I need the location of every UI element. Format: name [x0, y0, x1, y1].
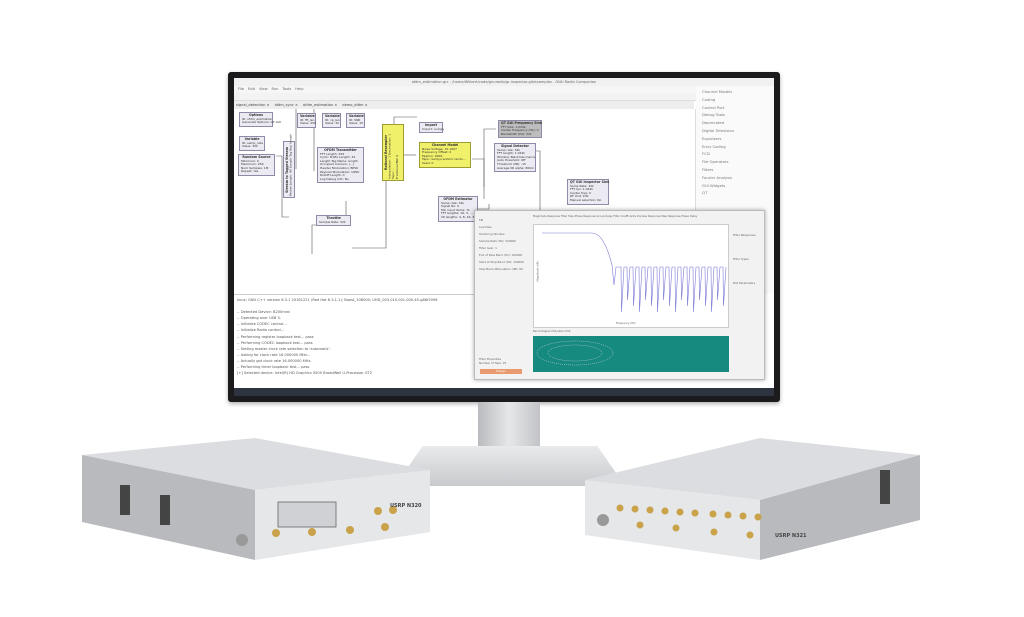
filter-type[interactable]: FIR: [479, 218, 484, 222]
tab[interactable]: Group Delay: [596, 215, 613, 218]
tab[interactable]: Phase Response: [574, 215, 596, 218]
console-line: [+] Selected device: Intel(R) HD Graphic…: [237, 371, 372, 376]
magnitude-plot: Frequency (Hz) Magnitude (dB): [533, 224, 729, 328]
monitor-stand-base: [395, 446, 625, 486]
tree-item[interactable]: Equalizers: [702, 135, 722, 141]
tab[interactable]: signal_detection ×: [236, 103, 270, 107]
console-line: -- Setting master clock rate selection t…: [237, 346, 331, 351]
menu-run[interactable]: Run: [271, 87, 279, 91]
tab[interactable]: Phase Delay: [681, 215, 698, 218]
monitor-stand-neck: [478, 402, 540, 452]
console-line: linux; GNU C++ version 6.3.1 20161221 (R…: [237, 298, 438, 302]
tab[interactable]: Filter Coefficients: [613, 215, 637, 218]
flowgraph-tabs: signal_detection × ofdm_sync × ofdm_estima…: [234, 101, 694, 109]
filter-band[interactable]: Low Pass: [479, 225, 492, 229]
x-axis-label: Frequency (Hz): [616, 322, 636, 325]
console-line: -- Performing timer loopback test... pas…: [237, 365, 310, 370]
tree-item[interactable]: Digital Television: [702, 127, 734, 133]
sample-rate-field[interactable]: Sample Rate (Hz): 320000: [479, 239, 516, 243]
device-label-n321: USRP N321: [775, 533, 807, 539]
console-line: -- Asking for clock rate 16.000000 MHz..…: [237, 352, 311, 357]
tree-item[interactable]: Filters: [702, 166, 714, 172]
tree-item[interactable]: QT: [702, 190, 708, 196]
tab[interactable]: Pole-Zero Plot: [552, 330, 571, 333]
tree-item[interactable]: File Operators: [702, 159, 729, 165]
menu-tools[interactable]: Tools: [282, 87, 292, 91]
tab[interactable]: ofdm_estimation ×: [303, 103, 338, 107]
gain-field[interactable]: Filter Gain: 1: [479, 246, 497, 250]
tree-item[interactable]: Fourier Analysis: [702, 174, 733, 180]
pole-zero-plot: [533, 336, 729, 372]
window-type[interactable]: Hamming Window: [479, 232, 505, 236]
tree-item[interactable]: GUI Widgets: [702, 182, 726, 188]
tab[interactable]: ofdm_sync ×: [274, 103, 299, 107]
device-label-n320: USRP N320: [390, 503, 422, 509]
console-output: linux; GNU C++ version 6.3.1 20161221 (R…: [234, 294, 474, 388]
filter-design-window[interactable]: Magnitude Response Filter Taps Phase Res…: [474, 210, 765, 380]
menu-file[interactable]: File: [238, 87, 245, 91]
tree-item[interactable]: FCD: [702, 151, 710, 157]
console-line: -- Actually got clock rate 16.000000 MHz…: [237, 358, 312, 363]
pass-band-field[interactable]: End of Pass Band (Hz): 100000: [479, 253, 523, 257]
window-title: ofdm_estimation.grc - /home/Wilbert/code…: [234, 78, 774, 86]
usrp-n320-device: [82, 438, 430, 560]
taskbar: [234, 388, 774, 396]
bottom-tabs: Band Diagram Pole-Zero Plot: [533, 330, 570, 333]
tab[interactable]: Filter Taps: [560, 215, 574, 218]
tree-item[interactable]: Deprecated: [702, 120, 725, 126]
menu-edit[interactable]: Edit: [248, 87, 255, 91]
tree-item[interactable]: Error Coding: [702, 143, 726, 149]
tree-item[interactable]: Control Port: [702, 104, 725, 110]
response-tabs: Magnitude Response Filter Taps Phase Res…: [533, 215, 697, 218]
tree-item[interactable]: Coding: [702, 96, 716, 102]
stop-band-field[interactable]: Start of Stop Band (Hz): 150000: [479, 260, 524, 264]
tab[interactable]: Magnitude Response: [533, 215, 561, 218]
tree-item[interactable]: Channel Models: [702, 89, 733, 94]
tab[interactable]: demo_ofdm ×: [342, 103, 368, 107]
tab[interactable]: Impulse Response: [636, 215, 661, 218]
tab[interactable]: Step Response: [661, 215, 681, 218]
design-button[interactable]: Design: [480, 369, 522, 374]
console-line: -- Detected Device: B200mini: [237, 310, 291, 315]
console-line: -- Operating over USB 3.: [237, 316, 281, 321]
magnitude-curve: [542, 232, 727, 313]
usrp-n321-device: [585, 438, 920, 560]
console-line: -- Performing register loopback test... …: [237, 334, 314, 339]
tree-item[interactable]: Debug Tools: [702, 112, 726, 118]
tab[interactable]: Band Diagram: [533, 330, 552, 333]
console-line: -- Initialize Radio control...: [237, 328, 285, 333]
toolbar: [234, 93, 774, 101]
menu-help[interactable]: Help: [295, 87, 304, 91]
console-line: -- Initialize CODEC control...: [237, 322, 287, 327]
console-line: -- Performing CODEC loopback test... pas…: [237, 340, 313, 345]
attenuation-field[interactable]: Stop Band Attenuation (dB): 60: [479, 267, 523, 271]
menu-view[interactable]: View: [258, 87, 268, 91]
monitor-screen: ofdm_estimation.grc - /home/Wilbert/code…: [234, 78, 774, 396]
